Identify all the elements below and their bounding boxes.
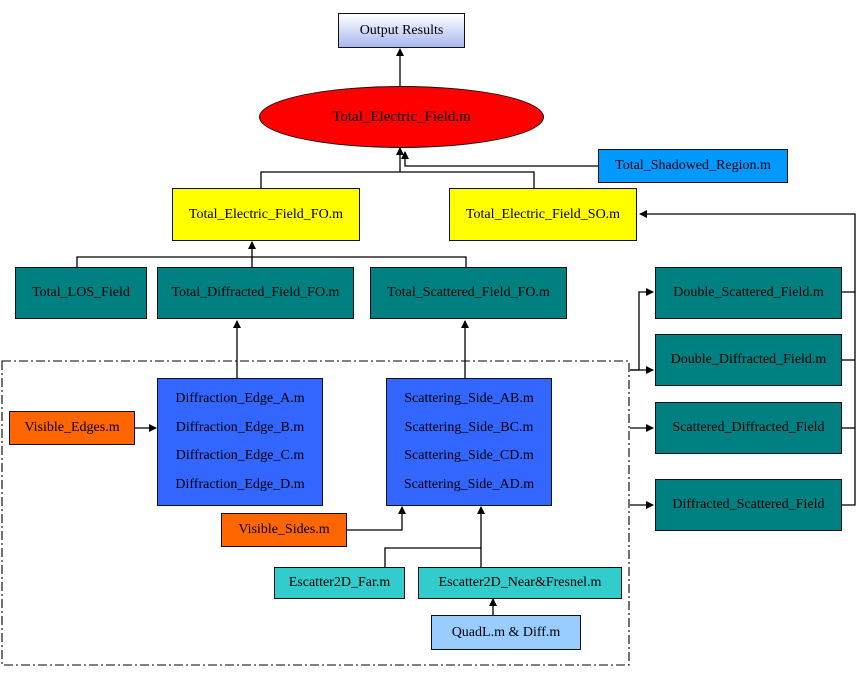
diffraction-edge-c-label: Diffraction_Edge_C.m [175, 448, 305, 464]
local-computation-region [1, 360, 630, 666]
arrow-visible-sides [347, 506, 406, 531]
arrow-bus-to-so [639, 210, 856, 292]
visible-edges-box: Visible_Edges.m [9, 411, 135, 445]
connector-fo-so-bus [260, 171, 535, 188]
diffraction-edges-box: Diffraction_Edge_A.m Diffraction_Edge_B.… [157, 378, 323, 506]
total-electric-field-fo-box: Total_Electric_Field_FO.m [172, 188, 360, 241]
connector-second-order-bus [842, 291, 856, 506]
total-electric-field-label: Total_Electric_Field.m [332, 108, 471, 125]
escatter-far-box: Escatter2D_Far.m [274, 567, 405, 599]
quadl-diff-label: QuadL.m & Diff.m [451, 624, 561, 640]
diffracted-scattered-field-label: Diffracted_Scattered_Field [672, 497, 825, 512]
double-scattered-field-label: Double_Scattered_Field.m [673, 285, 824, 300]
diffraction-edge-d-label: Diffraction_Edge_D.m [175, 476, 305, 492]
total-electric-field-so-box: Total_Electric_Field_SO.m [449, 188, 637, 241]
visible-sides-box: Visible_Sides.m [221, 513, 347, 547]
total-scattered-field-fo-box: Total_Scattered_Field_FO.m [370, 267, 567, 319]
scattering-side-ad-label: Scattering_Side_AD.m [403, 476, 535, 492]
arrow-shadowed-to-field [401, 151, 598, 167]
double-scattered-field-box: Double_Scattered_Field.m [655, 267, 842, 319]
escatter-far-label: Escatter2D_Far.m [288, 575, 391, 590]
total-los-field-box: Total_LOS_Field [15, 267, 147, 319]
scattering-sides-box: Scattering_Side_AB.m Scattering_Side_BC.… [386, 378, 552, 506]
double-diffracted-field-label: Double_Diffracted_Field.m [670, 352, 827, 367]
total-electric-field-so-label: Total_Electric_Field_SO.m [465, 206, 621, 222]
total-electric-field-ellipse: Total_Electric_Field.m [259, 86, 544, 148]
total-electric-field-fo-label: Total_Electric_Field_FO.m [188, 206, 344, 222]
diffraction-edge-b-label: Diffraction_Edge_B.m [175, 419, 305, 435]
arrow-region-to-double-scattered [630, 288, 654, 371]
visible-sides-label: Visible_Sides.m [238, 522, 330, 537]
scattering-side-bc-label: Scattering_Side_BC.m [404, 419, 534, 435]
total-diffracted-field-fo-label: Total_Diffracted_Field_FO.m [171, 285, 340, 300]
quadl-diff-box: QuadL.m & Diff.m [431, 615, 581, 650]
escatter-near-label: Escatter2D_Near&Fresnel.m [438, 575, 602, 590]
total-shadowed-region-label: Total_Shadowed_Region.m [615, 158, 771, 173]
total-scattered-field-fo-label: Total_Scattered_Field_FO.m [387, 285, 550, 300]
total-los-field-label: Total_LOS_Field [32, 285, 130, 300]
total-shadowed-region-box: Total_Shadowed_Region.m [598, 149, 788, 183]
connector-escatter-bus [384, 547, 482, 567]
scattered-diffracted-field-box: Scattered_Diffracted_Field [655, 402, 842, 454]
scattering-side-cd-label: Scattering_Side_CD.m [404, 448, 534, 464]
visible-edges-label: Visible_Edges.m [24, 420, 120, 435]
connector-first-order-bus [76, 256, 467, 267]
output-results-label: Output Results [359, 22, 444, 38]
diffraction-edge-a-label: Diffraction_Edge_A.m [175, 391, 305, 407]
escatter-near-box: Escatter2D_Near&Fresnel.m [418, 567, 622, 599]
scattered-diffracted-field-label: Scattered_Diffracted_Field [672, 420, 825, 435]
double-diffracted-field-box: Double_Diffracted_Field.m [655, 334, 842, 386]
scattering-side-ab-label: Scattering_Side_AB.m [404, 391, 534, 407]
diffracted-scattered-field-box: Diffracted_Scattered_Field [655, 479, 842, 531]
output-results-box: Output Results [338, 13, 465, 48]
total-diffracted-field-fo-box: Total_Diffracted_Field_FO.m [157, 267, 354, 319]
